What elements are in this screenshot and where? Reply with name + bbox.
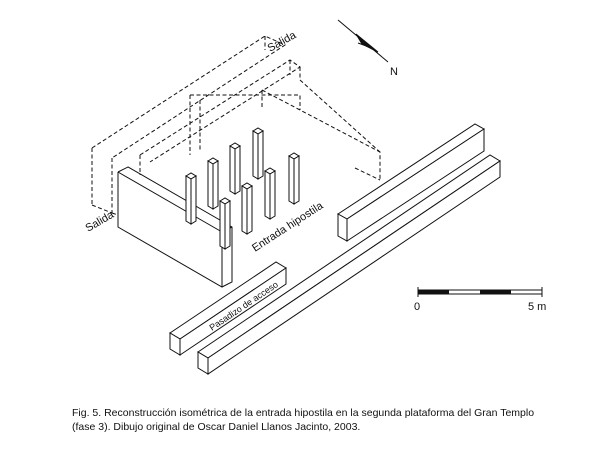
- beams: [169, 123, 501, 375]
- beam-pasadizo: [169, 261, 287, 356]
- beam-long: [197, 154, 501, 375]
- rear-dashed-walls: [91, 35, 381, 216]
- column: [229, 142, 241, 195]
- scale-end-label: 5 m: [528, 301, 546, 313]
- label-salida-top: Salida: [266, 29, 299, 55]
- scale-start-label: 0: [414, 301, 420, 313]
- label-entrada-hipostila: Entrada hipostila: [250, 199, 326, 254]
- caption-line-2: (fase 3). Dibujo original de Oscar Danie…: [72, 421, 361, 433]
- figure-caption: Fig. 5. Reconstrucción isométrica de la …: [72, 406, 592, 434]
- north-label: N: [390, 66, 398, 78]
- column: [264, 167, 276, 220]
- column: [207, 157, 219, 210]
- column: [241, 182, 253, 235]
- label-salida-left: Salida: [84, 208, 117, 234]
- hypostyle-columns: [185, 127, 300, 250]
- column: [252, 127, 264, 180]
- column: [185, 172, 197, 225]
- north-arrow: [337, 19, 389, 63]
- beam-upper-right: [337, 123, 485, 242]
- column: [219, 197, 231, 250]
- column: [288, 152, 300, 205]
- caption-line-1: Fig. 5. Reconstrucción isométrica de la …: [72, 407, 535, 419]
- scale-bar: [417, 287, 543, 297]
